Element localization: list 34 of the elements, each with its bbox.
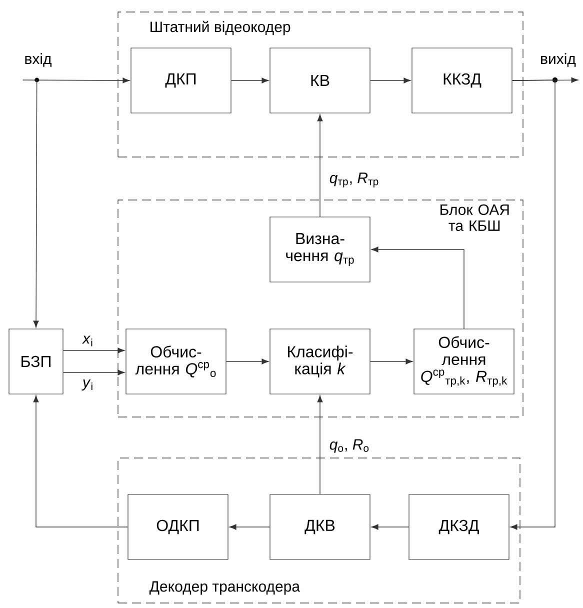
edge-label: y$_{i}$: [81, 378, 95, 392]
arrow: [370, 78, 411, 84]
group-title: Декодер транскодера: [149, 581, 300, 595]
group-title: Блок ОАЯ та КБШ: [440, 204, 509, 231]
process-box: Обчис- лення Q$^{ср}$$_{тр,k}$, R$_{тр,k}$: [414, 328, 514, 394]
process-box: Обчис- лення Q$^{ср}$о: [126, 328, 226, 394]
arrow: [317, 395, 323, 495]
arrow: [371, 524, 410, 530]
arrow: [230, 78, 269, 84]
edge-label: x$_{i}$: [82, 334, 94, 348]
process-box: ОДКП: [128, 494, 228, 560]
arrow: [229, 524, 270, 530]
edge-label: q$_{тр}$, R$_{тр}$: [328, 172, 380, 188]
arrow: [371, 246, 464, 330]
arrow: [62, 370, 125, 376]
io-label: вихід: [541, 53, 576, 67]
arrow: [317, 114, 323, 218]
process-box: БЗП: [8, 328, 64, 394]
arrow: [510, 80, 556, 530]
group-title: Штатний відеокодер: [150, 20, 290, 36]
process-box: ДКП: [130, 48, 232, 114]
io-label: вхід: [25, 53, 52, 67]
process-box: ДКЗД: [408, 494, 510, 560]
edge-label: q$_{о}$, R$_{о}$: [328, 438, 371, 454]
arrow: [226, 358, 269, 364]
arrow: [33, 80, 39, 328]
process-box: ККЗД: [412, 48, 512, 114]
process-box: Класифі- кація k: [270, 328, 370, 394]
arrow: [370, 358, 413, 364]
process-box: Визна- чення q$_{тр}$: [270, 216, 370, 282]
arrow: [62, 348, 125, 354]
process-box: ДКВ: [270, 494, 370, 560]
arrow: [33, 395, 128, 528]
process-box: КВ: [270, 48, 370, 114]
